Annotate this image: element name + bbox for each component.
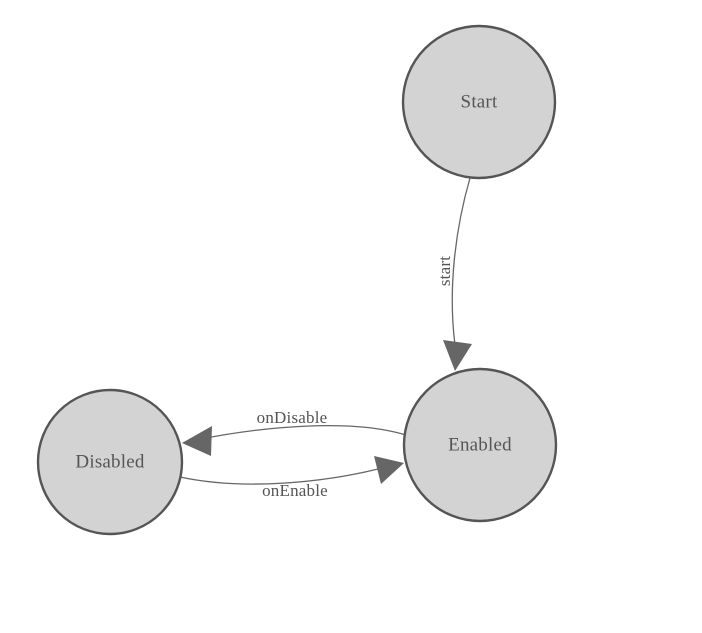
edge-label-start: start	[435, 256, 454, 286]
node-disabled-label: Disabled	[75, 451, 144, 472]
edge-enabled-to-disabled[interactable]: onDisable	[182, 408, 407, 456]
edge-line	[179, 468, 379, 485]
edges-layer: start onDisable onEnable	[179, 177, 472, 500]
node-start[interactable]: Start	[401, 24, 557, 180]
node-disabled[interactable]: Disabled	[36, 388, 184, 536]
edge-line	[195, 425, 407, 441]
arrowhead-icon	[443, 340, 472, 371]
edge-line	[451, 177, 471, 346]
edge-label-ondisable: onDisable	[257, 408, 328, 427]
edge-disabled-to-enabled[interactable]: onEnable	[179, 456, 404, 500]
node-start-circle[interactable]	[401, 24, 557, 180]
node-disabled-circle[interactable]	[36, 388, 184, 536]
edge-start-to-enabled[interactable]: start	[435, 177, 472, 371]
arrowhead-icon	[182, 426, 212, 456]
node-enabled-circle[interactable]	[402, 367, 558, 523]
node-enabled[interactable]: Enabled	[402, 367, 558, 523]
edge-label-onenable: onEnable	[262, 481, 328, 500]
nodes-layer: Start Enabled Disabled	[36, 24, 558, 536]
node-enabled-label: Enabled	[448, 434, 512, 455]
arrowhead-icon	[374, 456, 404, 484]
node-start-label: Start	[461, 91, 498, 112]
